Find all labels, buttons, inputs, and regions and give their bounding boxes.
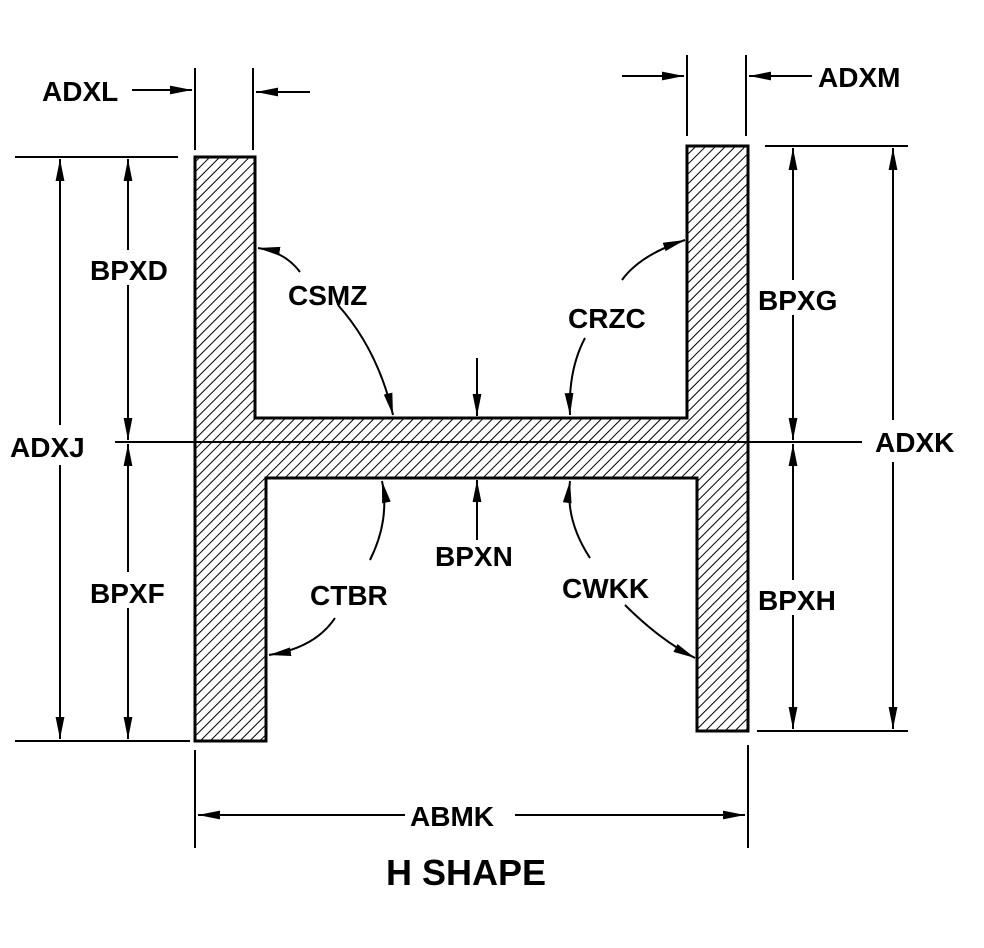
label-cwkk: CWKK — [562, 573, 649, 604]
callout-cwkk: CWKK — [562, 480, 696, 659]
label-bpxd: BPXD — [90, 255, 168, 286]
dimension-adxk: ADXK — [875, 148, 954, 729]
label-bpxg: BPXG — [758, 285, 837, 316]
label-bpxf: BPXF — [90, 578, 165, 609]
dimension-adxj: ADXJ — [10, 159, 85, 739]
label-adxl: ADXL — [42, 76, 118, 107]
dimension-bpxd: BPXD — [90, 159, 168, 440]
dimension-abmk: ABMK — [194, 745, 749, 848]
label-ctbr: CTBR — [310, 580, 388, 611]
label-adxj: ADXJ — [10, 432, 85, 463]
h-section-profile — [193, 144, 750, 743]
label-adxk: ADXK — [875, 427, 954, 458]
label-abmk: ABMK — [410, 801, 494, 832]
dimension-bpxg: BPXG — [758, 148, 837, 440]
dimension-bpxn: BPXN — [435, 358, 513, 572]
dimension-adxm: ADXM — [622, 55, 900, 136]
diagram-title: H SHAPE — [386, 852, 546, 893]
dimension-bpxh: BPXH — [758, 444, 836, 729]
callout-ctbr: CTBR — [268, 480, 391, 657]
label-csmz: CSMZ — [288, 280, 367, 311]
dimension-adxl: ADXL — [42, 68, 310, 150]
label-bpxh: BPXH — [758, 585, 836, 616]
callout-csmz: CSMZ — [257, 246, 394, 416]
label-crzc: CRZC — [568, 303, 646, 334]
dimension-bpxf: BPXF — [90, 444, 165, 739]
label-bpxn: BPXN — [435, 541, 513, 572]
label-adxm: ADXM — [818, 62, 900, 93]
callout-crzc: CRZC — [564, 239, 686, 416]
